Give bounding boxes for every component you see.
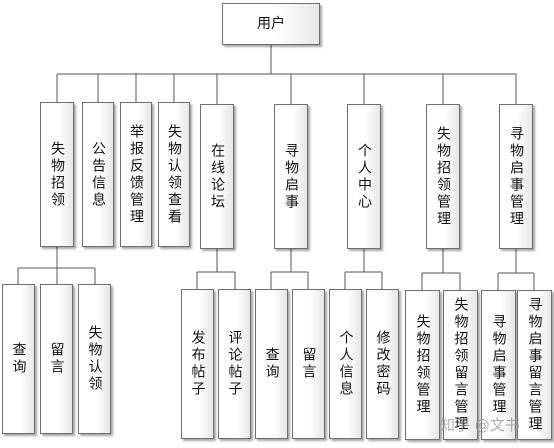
node-label: 失物招领 — [49, 140, 65, 209]
node-label: 举报反馈管理 — [128, 123, 144, 226]
leaf-label: 评论帖子 — [226, 330, 243, 398]
node-label: 寻物启事 — [283, 142, 299, 211]
node-personal: 个人中心 — [347, 104, 381, 249]
node-label: 失物招领管理 — [435, 125, 451, 228]
root-node: 用户 — [222, 3, 320, 45]
node-notice: 公告信息 — [82, 102, 114, 247]
leaf-label: 失物招领管理 — [414, 314, 431, 416]
leaf-label: 失物招领留言管理 — [452, 297, 469, 433]
node-forum: 在线论坛 — [200, 104, 234, 249]
leaf-label: 修改密码 — [374, 330, 391, 398]
leaf-label: 查询 — [10, 342, 27, 376]
leaf-pc-info: 个人信息 — [329, 289, 362, 439]
leaf-fm-message: 寻物启事留言管理 — [517, 290, 552, 440]
leaf-fm-manage: 寻物启事管理 — [481, 290, 516, 440]
leaf-label: 留言 — [48, 342, 65, 376]
leaf-forum-comment: 评论帖子 — [218, 289, 251, 439]
root-label: 用户 — [257, 16, 285, 32]
leaf-lm-message: 失物招领留言管理 — [443, 290, 478, 440]
node-label: 个人中心 — [356, 142, 372, 211]
leaf-fn-message: 留言 — [292, 289, 325, 439]
node-lost-claim: 失物招领 — [40, 102, 74, 247]
leaf-label: 失物认领 — [86, 325, 103, 393]
node-found-manage: 寻物启事管理 — [499, 104, 533, 249]
leaf-lm-manage: 失物招领管理 — [405, 290, 440, 440]
node-label: 公告信息 — [90, 140, 106, 209]
leaf-pc-password: 修改密码 — [366, 289, 399, 439]
watermark: 知乎 @文书 — [440, 416, 520, 434]
leaf-lc-message: 留言 — [40, 284, 73, 434]
leaf-label: 个人信息 — [337, 330, 354, 398]
leaf-label: 寻物启事管理 — [490, 314, 507, 416]
node-label: 寻物启事管理 — [508, 125, 524, 228]
leaf-lc-query: 查询 — [2, 284, 35, 434]
node-claim-view: 失物认领查看 — [158, 102, 190, 247]
leaf-lc-claim: 失物认领 — [78, 284, 111, 434]
node-label: 失物认领查看 — [166, 123, 182, 226]
node-label: 在线论坛 — [209, 142, 225, 211]
leaf-label: 查询 — [263, 347, 280, 381]
node-report: 举报反馈管理 — [120, 102, 152, 247]
node-lost-manage: 失物招领管理 — [426, 104, 460, 249]
leaf-forum-post: 发布帖子 — [181, 289, 214, 439]
leaf-label: 寻物启事留言管理 — [526, 297, 543, 433]
node-found-notice: 寻物启事 — [274, 104, 308, 249]
leaf-label: 发布帖子 — [189, 330, 206, 398]
leaf-fn-query: 查询 — [255, 289, 288, 439]
leaf-label: 留言 — [300, 347, 317, 381]
